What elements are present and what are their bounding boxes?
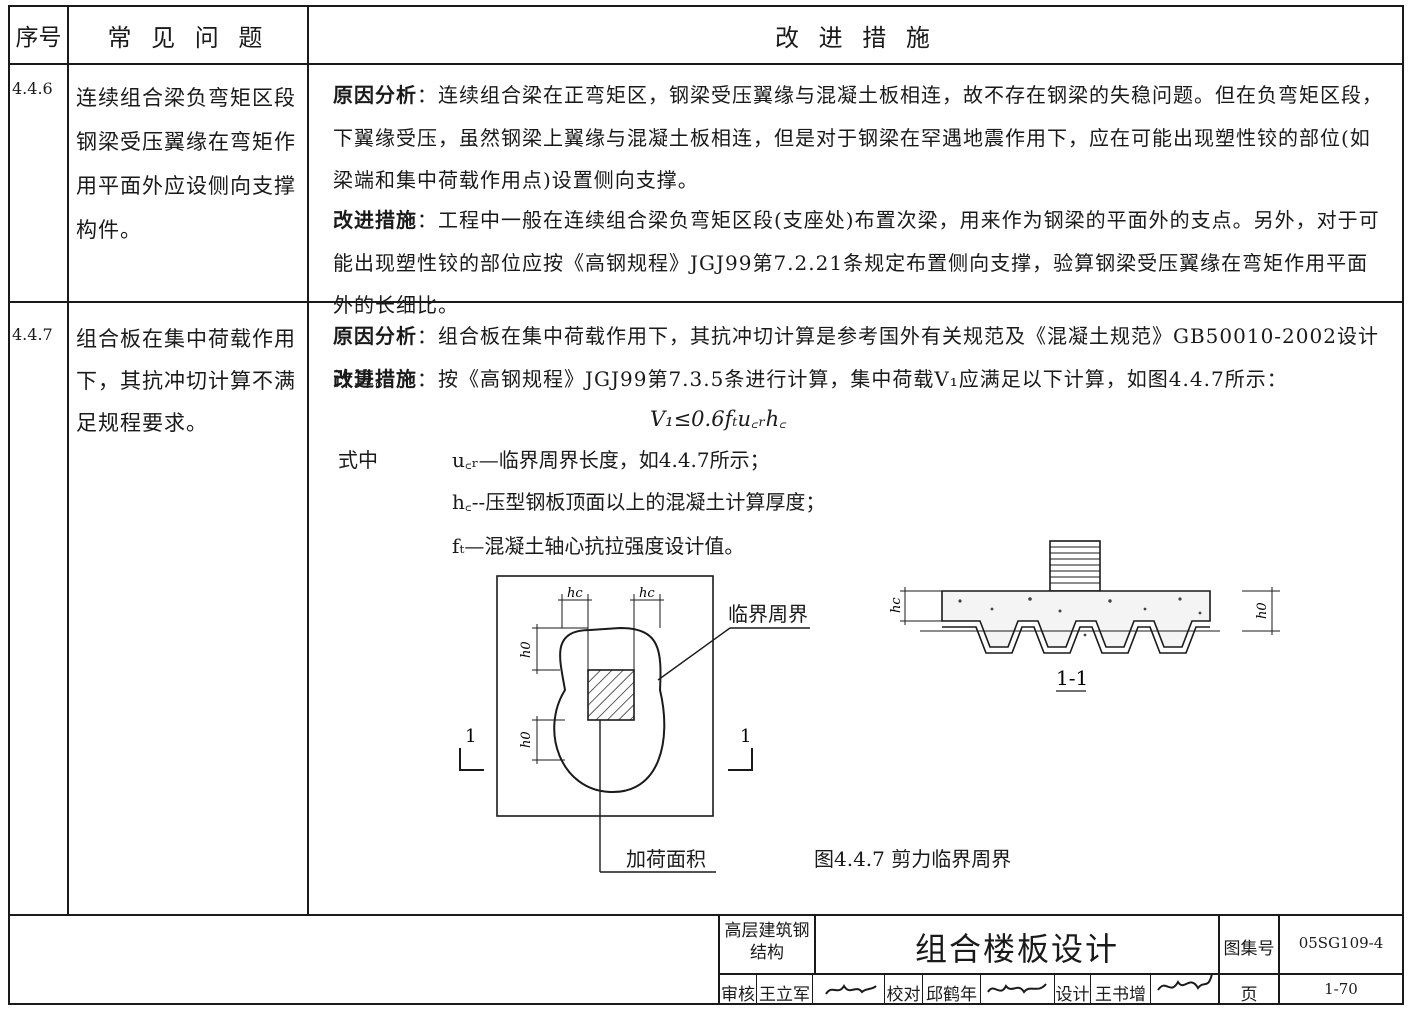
frame-top [8,5,1404,7]
load-area-label: 加荷面积 [626,847,706,871]
hc-label: hc [567,586,583,601]
section-label: 1-1 [1056,666,1088,690]
section-cut-mark [459,748,484,771]
tb-category: 高层建筑钢结构 [724,921,810,963]
tb-vline [756,974,757,1004]
slab-outline [496,575,714,817]
section-cut-mark [728,748,753,771]
tb-vline [812,974,813,1004]
perimeter-label: 临界周界 [728,602,808,626]
tb-page-label: 页 [1240,985,1258,1005]
tb-vline [1150,974,1151,1004]
tb-vline [1218,915,1220,1005]
formula: V₁≤0.6fₜu꜀ᵣh꜀ [650,407,787,431]
header-problem: 常 见 问 题 [107,24,269,52]
tb-checker: 邱鹤年 [926,985,977,1005]
checker-signature [987,983,1047,994]
tb-vline [814,915,816,975]
tb-hline [718,973,1404,975]
header-measure: 改 进 措 施 [775,24,936,52]
measure-text: ：按《高钢规程》JGJ99第7.3.5条进行计算，集中荷载V₁应满足以下计算，如… [417,367,1288,391]
hc-label: hc [639,586,655,601]
tb-designer: 王书增 [1095,985,1146,1005]
tb-vline [1278,915,1280,1005]
frame-bottom [8,1003,1404,1005]
section-cut-label: 1 [740,726,751,747]
row-no: 4.4.6 [12,79,53,98]
col-divider-1 [67,5,69,915]
h0-label: h0 [1255,602,1270,619]
measure-paragraph: 改进措施：工程中一般在连续组合梁负弯矩区段(支座处)布置次梁，用来作为钢梁的平面… [333,199,1383,327]
tb-vline [1090,974,1091,1004]
critical-perimeter-curve [553,626,666,794]
hc-label: hc [889,597,904,613]
frame-right [1402,5,1404,1005]
definition-line: fₜ—混凝土轴心抗拉强度设计值。 [452,534,745,558]
row-problem: 连续组合梁负弯矩区段钢梁受压翼缘在弯矩作用平面外应设侧向支撑构件。 [76,86,296,242]
row-divider [8,301,1404,303]
analysis-text: ：连续组合梁在正弯矩区，钢梁受压翼缘与混凝土板相连，故不存在钢梁的失稳问题。但在… [333,83,1383,192]
measure-label: 改进措施 [333,367,417,391]
definition-line: h꜀--压型钢板顶面以上的混凝土计算厚度； [452,490,826,514]
plan-view-diagram: hc hc h0 h0 1 1 [459,575,810,873]
measure-label: 改进措施 [333,208,417,232]
designer-signature [1157,973,1213,991]
tb-review-label: 审核 [721,985,755,1005]
analysis-paragraph: 原因分析：组合板在集中荷载作用下，其抗冲切计算是参考国外有关规范及《混凝土规范》… [333,315,1383,400]
row-no: 4.4.7 [12,325,53,344]
frame-left [8,5,10,1005]
tb-vline [1054,974,1055,1004]
titleblock-top [8,914,1404,916]
h0-label: h0 [519,641,534,658]
section-cut-label: 1 [465,726,476,747]
h0-label: h0 [519,731,534,748]
analysis-paragraph: 原因分析：连续组合梁在正弯矩区，钢梁受压翼缘与混凝土板相连，故不存在钢梁的失稳问… [333,74,1383,202]
col-divider-2 [307,5,309,915]
tb-check-label: 校对 [886,985,921,1005]
header-no: 序号 [15,25,62,51]
tb-vline [922,974,923,1004]
concrete-slab [941,590,1211,648]
figure-caption: 图4.4.7 剪力临界周界 [814,847,1012,871]
tb-reviewer: 王立军 [759,985,810,1005]
tb-vline [884,974,885,1004]
reviewer-signature [825,984,877,995]
analysis-text: ：组合板在集中荷载作用下，其抗冲切计算是参考国外有关规范及《混凝土规范》GB50… [333,324,1379,391]
tb-atlas-label: 图集号 [1223,939,1275,959]
tb-vline [718,915,720,1005]
measure-paragraph: 改进措施：按《高钢规程》JGJ99第7.3.5条进行计算，集中荷载V₁应满足以下… [333,358,1383,401]
tb-title: 组合楼板设计 [914,930,1119,968]
loaded-area [587,669,635,721]
row-problem: 组合板在集中荷载作用下，其抗冲切计算不满足规程要求。 [76,327,296,435]
steel-deck [942,626,1210,654]
definition-line: u꜀ᵣ—临界周界长度，如4.4.7所示； [452,448,770,472]
measure-text: ：工程中一般在连续组合梁负弯矩区段(支座处)布置次梁，用来作为钢梁的平面外的支点… [333,208,1380,317]
analysis-label: 原因分析 [333,83,417,107]
section-1-1-diagram: hc h0 1-1 [889,540,1280,692]
header-divider [8,63,1404,65]
tb-atlas-no: 05SG109-4 [1298,934,1384,952]
where-label: 式中 [338,448,378,472]
tb-vline [980,974,981,1004]
analysis-label: 原因分析 [333,324,417,348]
tb-design-label: 设计 [1055,985,1090,1005]
tb-page-no: 1-70 [1324,980,1358,998]
